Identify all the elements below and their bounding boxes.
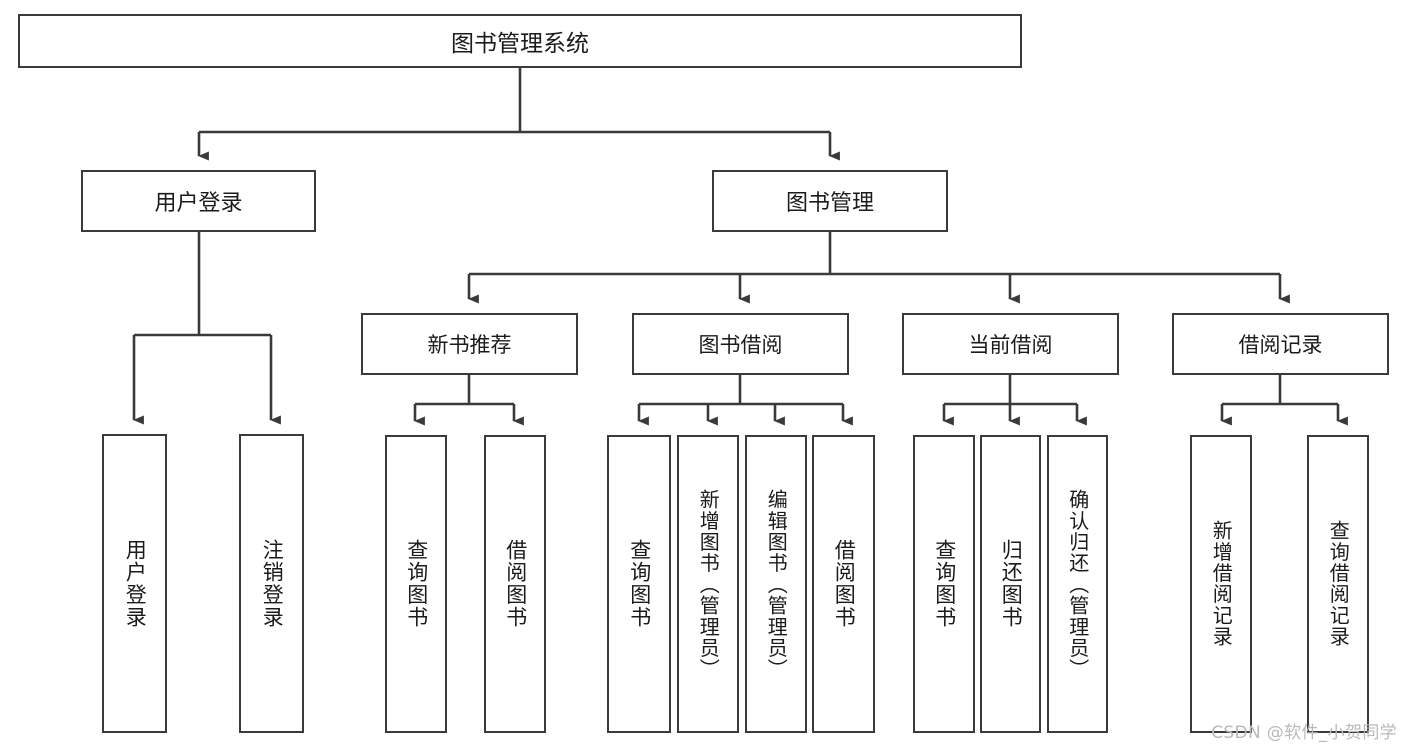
node-book-management-label: 图书管理 [785,191,874,216]
node-new-book-recommend[interactable]: 新书推荐 [361,313,578,375]
node-new-book-recommend-label: 新书推荐 [427,333,512,357]
node-leaf-return-book-label: 归还图书 [999,539,1024,629]
node-leaf-add-book[interactable]: 新增图书（管理员） [677,435,739,733]
node-leaf-query-book-2-label: 查询图书 [627,539,652,629]
node-root[interactable]: 图书管理系统 [18,14,1022,68]
node-leaf-confirm-return-label: 确认归还（管理员） [1065,488,1090,680]
node-leaf-user-login[interactable]: 用户登录 [102,434,167,733]
node-current-borrow[interactable]: 当前借阅 [902,313,1119,375]
node-leaf-logout-login-label: 注销登录 [260,538,285,629]
node-leaf-add-record[interactable]: 新增借阅记录 [1190,435,1252,733]
node-user-login[interactable]: 用户登录 [81,170,316,232]
node-root-label: 图书管理系统 [451,31,589,57]
node-leaf-borrow-book-1[interactable]: 借阅图书 [484,435,546,733]
node-leaf-query-book-2[interactable]: 查询图书 [607,435,671,733]
node-user-login-label: 用户登录 [154,191,243,216]
node-leaf-borrow-book-1-label: 借阅图书 [503,539,528,629]
node-borrow-record-label: 借阅记录 [1238,333,1323,357]
node-leaf-query-record[interactable]: 查询借阅记录 [1307,435,1369,733]
node-leaf-borrow-book-2-label: 借阅图书 [832,539,857,629]
node-borrow-record[interactable]: 借阅记录 [1172,313,1389,375]
node-book-borrow-label: 图书借阅 [698,333,783,357]
node-leaf-query-record-label: 查询借阅记录 [1326,520,1351,648]
node-leaf-query-book-1-label: 查询图书 [404,539,429,629]
node-leaf-confirm-return[interactable]: 确认归还（管理员） [1047,435,1108,733]
node-leaf-edit-book-label: 编辑图书（管理员） [764,488,789,680]
node-leaf-user-login-label: 用户登录 [123,538,148,629]
node-leaf-add-record-label: 新增借阅记录 [1209,520,1234,648]
node-leaf-add-book-label: 新增图书（管理员） [696,488,721,680]
node-leaf-query-book-3[interactable]: 查询图书 [913,435,975,733]
node-book-management[interactable]: 图书管理 [712,170,948,232]
node-current-borrow-label: 当前借阅 [968,333,1053,357]
node-leaf-return-book[interactable]: 归还图书 [980,435,1041,733]
node-book-borrow[interactable]: 图书借阅 [632,313,849,375]
node-leaf-logout-login[interactable]: 注销登录 [239,434,304,733]
node-leaf-query-book-1[interactable]: 查询图书 [385,435,447,733]
node-leaf-borrow-book-2[interactable]: 借阅图书 [812,435,875,733]
node-leaf-edit-book[interactable]: 编辑图书（管理员） [745,435,807,733]
node-leaf-query-book-3-label: 查询图书 [932,539,957,629]
